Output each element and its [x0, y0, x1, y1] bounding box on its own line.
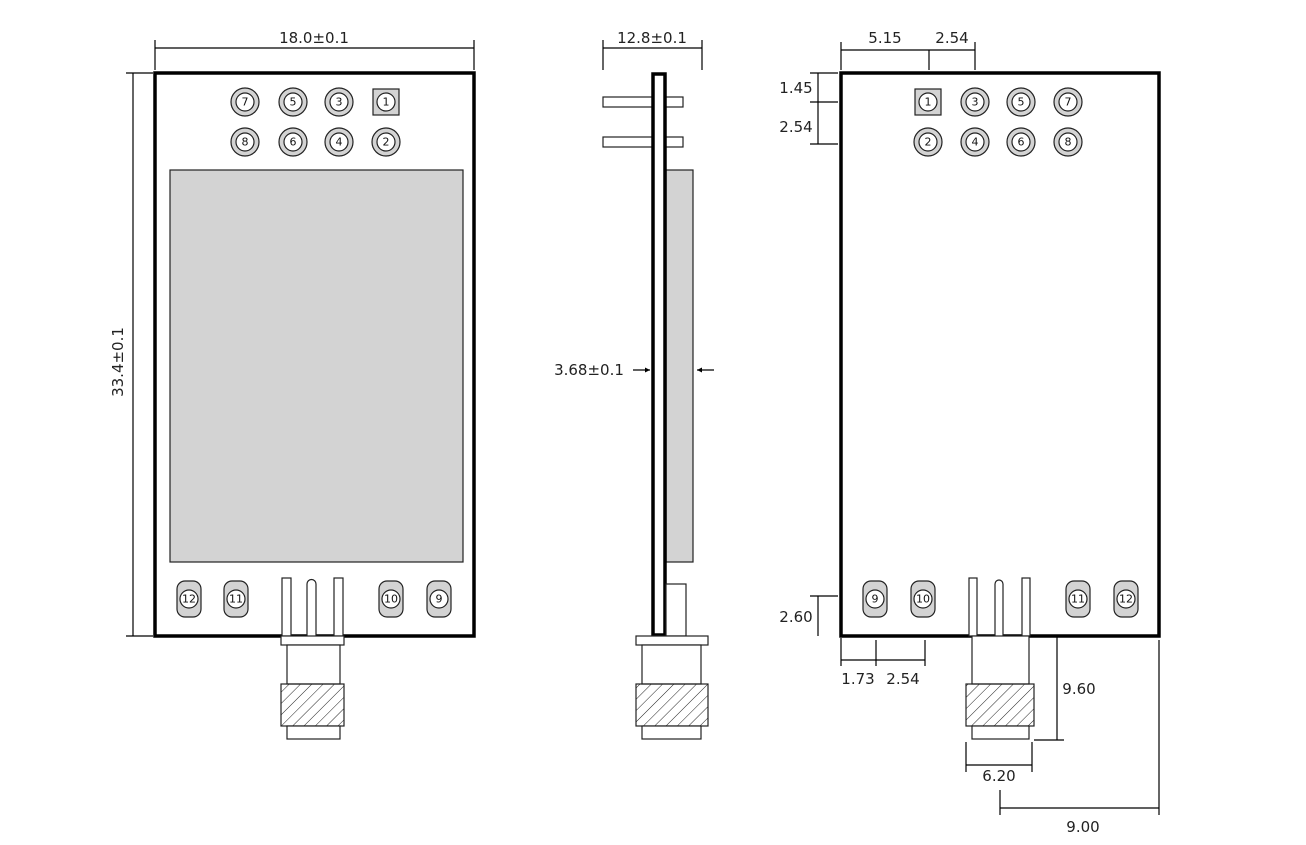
- pin-10: 10: [378, 580, 404, 618]
- pin-label: 11: [229, 593, 243, 606]
- dim-pitch-x: 2.54: [935, 29, 968, 47]
- pin-label: 10: [384, 593, 398, 606]
- front-antenna-connector: [280, 577, 345, 740]
- pin-label: 4: [972, 136, 979, 149]
- pin-6: 6: [278, 127, 308, 157]
- back-antenna-connector: [965, 577, 1035, 740]
- pin-5: 5: [1006, 87, 1036, 117]
- pin-label: 2: [383, 136, 390, 149]
- pin-6: 6: [1006, 127, 1036, 157]
- pin-3: 3: [324, 87, 354, 117]
- pin-label: 3: [972, 96, 979, 109]
- front-height-dim: 33.4±0.1: [109, 327, 127, 397]
- dim-bottom-pin-x: 1.73: [841, 670, 874, 688]
- side-thickness-dim: 3.68±0.1: [554, 361, 624, 379]
- pin-8: 8: [1053, 127, 1083, 157]
- pin-1: 1: [914, 88, 942, 116]
- side-width-dim: 12.8±0.1: [617, 29, 687, 47]
- pin-label: 1: [383, 96, 390, 109]
- pin-label: 6: [290, 136, 297, 149]
- dim-bottom-pin-y: 2.60: [779, 608, 812, 626]
- dim-pitch-y: 2.54: [779, 118, 812, 136]
- pin-4: 4: [324, 127, 354, 157]
- pin-label: 6: [1018, 136, 1025, 149]
- pin-label: 12: [182, 593, 196, 606]
- dim-connector-length: 9.60: [1062, 680, 1095, 698]
- pin-11: 11: [1065, 580, 1091, 618]
- pin-label: 1: [925, 96, 932, 109]
- pin-label: 5: [290, 96, 297, 109]
- pin-5: 5: [278, 87, 308, 117]
- pin-label: 9: [436, 593, 443, 606]
- front-width-dim: 18.0±0.1: [279, 29, 349, 47]
- pin-1: 1: [372, 88, 400, 116]
- pin-12: 12: [176, 580, 202, 618]
- pin-label: 5: [1018, 96, 1025, 109]
- pin-label: 3: [336, 96, 343, 109]
- side-board-outline: [651, 72, 667, 637]
- pin-3: 3: [960, 87, 990, 117]
- dim-pin1-x: 5.15: [868, 29, 901, 47]
- pin-label: 7: [1065, 96, 1072, 109]
- pin-label: 9: [872, 593, 879, 606]
- pin-10: 10: [910, 580, 936, 618]
- front-shield: [169, 169, 464, 563]
- dim-pin1-y: 1.45: [779, 79, 812, 97]
- pin-2: 2: [371, 127, 401, 157]
- pin-label: 7: [242, 96, 249, 109]
- dim-bottom-pitch: 2.54: [886, 670, 919, 688]
- pin-label: 12: [1119, 593, 1133, 606]
- pin-label: 10: [916, 593, 930, 606]
- side-antenna-connector: [635, 583, 709, 740]
- pin-2: 2: [913, 127, 943, 157]
- pin-label: 2: [925, 136, 932, 149]
- pin-7: 7: [230, 87, 260, 117]
- dim-connector-width: 6.20: [982, 767, 1015, 785]
- pin-label: 11: [1071, 593, 1085, 606]
- dim-connector-offset: 9.00: [1066, 818, 1099, 836]
- pin-7: 7: [1053, 87, 1083, 117]
- pin-9: 9: [862, 580, 888, 618]
- back-board-outline: [839, 71, 1161, 638]
- pin-9: 9: [426, 580, 452, 618]
- pin-4: 4: [960, 127, 990, 157]
- pin-8: 8: [230, 127, 260, 157]
- pin-label: 8: [242, 136, 249, 149]
- side-view: 12.8±0.1 3.68±0.1: [554, 29, 714, 740]
- pin-12: 12: [1113, 580, 1139, 618]
- pin-label: 4: [336, 136, 343, 149]
- pin-label: 8: [1065, 136, 1072, 149]
- pin-11: 11: [223, 580, 249, 618]
